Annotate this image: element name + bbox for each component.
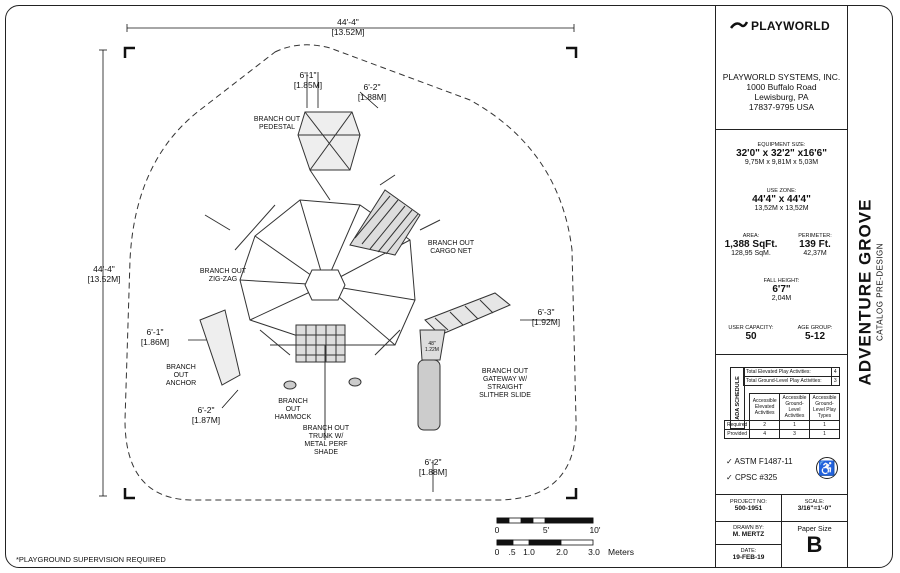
dim-left: 6'-1"[1.86M] bbox=[140, 327, 170, 347]
age-group: AGE GROUP: 5-12 bbox=[797, 325, 833, 342]
astm-compliance: ✓ ASTM F1487-11 bbox=[726, 457, 793, 466]
crop-marks bbox=[123, 46, 578, 500]
use-zone: USE ZONE: 44'4" x 44'4" 13,52M x 13,52M bbox=[752, 188, 811, 212]
specs-section: EQUIPMENT SIZE: 32'0" x 32'2" x16'6" 9,7… bbox=[716, 130, 847, 355]
use-zone-boundary bbox=[124, 44, 577, 501]
label-pedestal: BRANCH OUT PEDESTAL bbox=[253, 116, 301, 131]
scale-info: SCALE: 3/16"=1'-0" bbox=[782, 495, 847, 522]
label-zigzag: BRANCH OUT ZIG-ZAG bbox=[199, 268, 247, 283]
date: DATE: 19-FEB-19 bbox=[716, 545, 782, 568]
label-anchor: BRANCH OUT ANCHOR bbox=[165, 364, 197, 387]
scale-m-3: 3.0 bbox=[588, 547, 600, 557]
fall-height: FALL HEIGHT: 6'7" 2,04M bbox=[763, 278, 800, 302]
area: AREA: 1,388 SqFt. 128,95 SqM. bbox=[724, 233, 778, 257]
logo-text: PLAYWORLD bbox=[751, 19, 830, 33]
ada-totals-table: Total Elevated Play Activities:4 Total G… bbox=[743, 367, 841, 386]
label-trunk: BRANCH OUT TRUNK W/ METAL PERF SHADE bbox=[302, 425, 350, 456]
drawn-by: DRAWN BY: M. MERTZ bbox=[716, 522, 782, 545]
scale-m-unit: Meters bbox=[608, 547, 634, 557]
scale-ft-0: 0 bbox=[494, 525, 500, 535]
top-width-dim: 44'-4"[13.52M] bbox=[331, 17, 365, 37]
dim-pedestal-right: 6'-2"[1.88M] bbox=[357, 82, 387, 102]
paper-size: Paper Size B bbox=[797, 526, 832, 557]
slide-height-dim: 48"1.22M bbox=[425, 341, 439, 353]
drawing-sheet-border bbox=[5, 5, 893, 568]
scale-m-1: 1.0 bbox=[523, 547, 535, 557]
label-gateway: BRANCH OUT GATEWAY W/ STRAIGHT SLITHER S… bbox=[479, 368, 531, 399]
dim-pedestal-left: 6'-1"[1.85M] bbox=[293, 70, 323, 90]
playworld-swoosh-icon bbox=[730, 21, 748, 29]
user-capacity: USER CAPACITY: 50 bbox=[728, 325, 774, 342]
ada-section: ADA SCHEDULE Total Elevated Play Activit… bbox=[716, 355, 847, 495]
site-plan-drawing bbox=[99, 24, 594, 546]
perimeter: PERIMETER: 139 Ft. 42,37M bbox=[798, 233, 832, 257]
dim-bottom-left: 6'-2"[1.87M] bbox=[191, 405, 221, 425]
play-structure bbox=[199, 111, 511, 440]
supervision-note: *PLAYGROUND SUPERVISION REQUIRED bbox=[16, 555, 166, 564]
scale-m-2: 2.0 bbox=[556, 547, 568, 557]
accessibility-icon: ♿ bbox=[816, 457, 838, 479]
scale-ft-10: 10' bbox=[589, 525, 601, 535]
scale-bar bbox=[496, 517, 594, 546]
playworld-logo: PLAYWORLD bbox=[730, 19, 830, 33]
company-section: PLAYWORLD PLAYWORLD SYSTEMS, INC. 1000 B… bbox=[716, 5, 847, 130]
left-height-dim: 44'-4"[13.52M] bbox=[87, 264, 121, 284]
company-address: PLAYWORLD SYSTEMS, INC. 1000 Buffalo Roa… bbox=[722, 72, 841, 112]
cpsc-compliance: ✓ CPSC #325 bbox=[726, 473, 778, 482]
label-cargo-net: BRANCH OUT CARGO NET bbox=[427, 240, 475, 255]
scale-ft-5: 5' bbox=[542, 525, 550, 535]
label-hammock: BRANCH OUT HAMMOCK bbox=[274, 398, 312, 421]
title-block: PLAYWORLD PLAYWORLD SYSTEMS, INC. 1000 B… bbox=[715, 5, 848, 568]
product-subtitle: CATALOG PRE-DESIGN bbox=[875, 242, 885, 342]
equipment-size: EQUIPMENT SIZE: 32'0" x 32'2" x16'6" 9,7… bbox=[736, 142, 827, 166]
product-title: ADVENTURE GROVE bbox=[855, 198, 875, 386]
dim-right: 6'-3"[1.92M] bbox=[531, 307, 561, 327]
project-number: PROJECT NO: 500-1951 bbox=[716, 495, 782, 522]
dim-bottom: 6'-2"[1.88M] bbox=[418, 457, 448, 477]
scale-m-05: .5 bbox=[508, 547, 516, 557]
scale-m-0: 0 bbox=[494, 547, 500, 557]
vertical-title: ADVENTURE GROVE CATALOG PRE-DESIGN bbox=[848, 5, 893, 568]
project-info: PROJECT NO: 500-1951 SCALE: 3/16"=1'-0" … bbox=[716, 495, 847, 568]
